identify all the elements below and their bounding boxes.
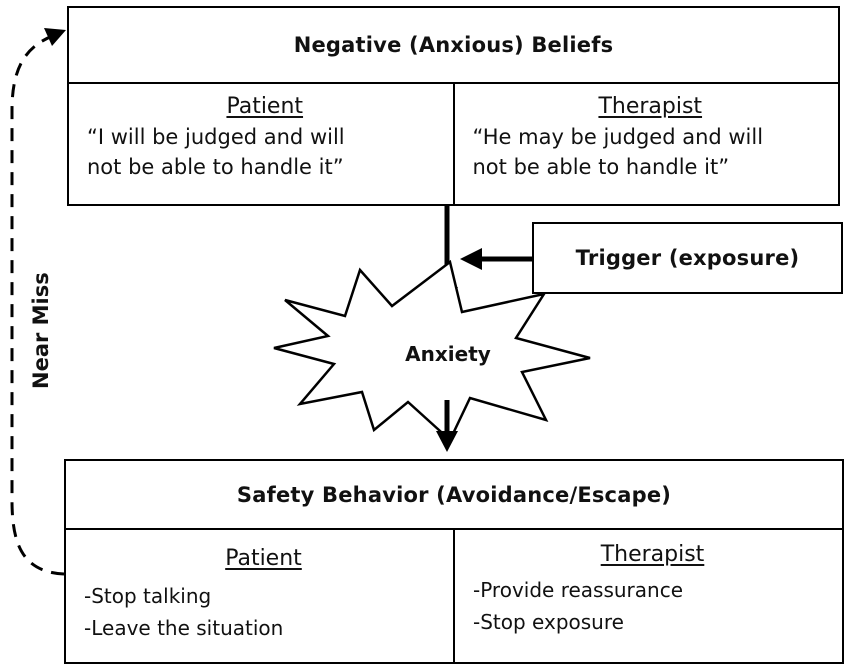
safety-patient-column: Patient -Stop talking -Leave the situati… [66, 530, 453, 662]
anxiety-burst [273, 259, 591, 443]
safety-patient-item: -Stop talking [84, 584, 212, 608]
anxiety-label: Anxiety [405, 342, 491, 366]
beliefs-title: Negative (Anxious) Beliefs [293, 33, 614, 57]
safety-title: Safety Behavior (Avoidance/Escape) [236, 482, 672, 507]
beliefs-patient-quote: “I will be judged and will not be able t… [87, 125, 345, 179]
trigger-box: Trigger (exposure) [532, 222, 843, 294]
safety-therapist-heading: Therapist [600, 542, 705, 567]
beliefs-patient-heading: Patient [226, 94, 304, 119]
safety-patient-item: -Leave the situation [84, 616, 284, 640]
safety-therapist-column: Therapist -Provide reassurance -Stop exp… [453, 530, 842, 662]
beliefs-table: Patient “I will be judged and will not b… [67, 84, 840, 206]
safety-patient-heading: Patient [225, 546, 302, 571]
safety-therapist-item: -Stop exposure [473, 610, 624, 634]
trigger-label: Trigger (exposure) [575, 246, 800, 270]
safety-title-box: Safety Behavior (Avoidance/Escape) [64, 459, 844, 530]
near-miss-dashed-arrow [10, 32, 65, 576]
anxiety-to-safety-arrowhead [436, 431, 458, 452]
near-miss-arrowhead [44, 28, 66, 46]
beliefs-therapist-column: Therapist “He may be judged and will not… [452, 84, 839, 204]
beliefs-therapist-quote: “He may be judged and will not be able t… [472, 125, 764, 179]
safety-therapist-item: -Provide reassurance [473, 578, 684, 602]
beliefs-title-box: Negative (Anxious) Beliefs [67, 6, 840, 84]
trigger-arrowhead [460, 248, 482, 270]
beliefs-patient-column: Patient “I will be judged and will not b… [69, 84, 453, 204]
safety-table: Patient -Stop talking -Leave the situati… [64, 530, 844, 664]
near-miss-label: Near Miss [29, 272, 53, 389]
beliefs-therapist-heading: Therapist [598, 94, 703, 119]
